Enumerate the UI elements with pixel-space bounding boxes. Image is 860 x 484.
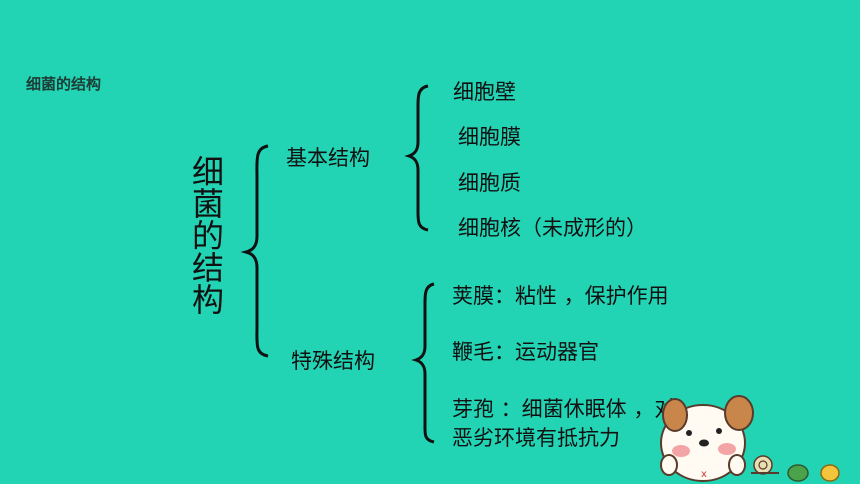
svg-text:x: x: [701, 469, 707, 480]
corner-title: 细菌的结构: [26, 75, 102, 93]
basic-item-cell-membrane: 细胞膜: [458, 125, 521, 149]
special-item-spore-line2: 恶劣环境有抵抗力: [452, 426, 620, 450]
special-item-flagellum: 鞭毛：运动器官: [452, 340, 599, 364]
basic-item-cytoplasm: 细胞质: [458, 171, 521, 195]
special-brace: [411, 282, 435, 444]
root-brace: [240, 144, 269, 358]
basic-brace: [404, 84, 429, 232]
special-item-capsule: 荚膜：粘性 ，保护作用: [452, 284, 669, 308]
special-structure-label: 特殊结构: [291, 349, 375, 373]
dog-mascot-icon: x: [660, 395, 840, 482]
basic-item-nucleus: 细胞核（未成形的）: [458, 216, 647, 240]
special-item-spore-line1: 芽孢 ：细菌休眠体 ，对: [452, 397, 676, 421]
snail-icon: [751, 455, 779, 475]
basic-structure-label: 基本结构: [286, 146, 370, 170]
root-node-label: 细菌的结构: [187, 155, 225, 315]
basic-item-cell-wall: 细胞壁: [453, 80, 516, 104]
